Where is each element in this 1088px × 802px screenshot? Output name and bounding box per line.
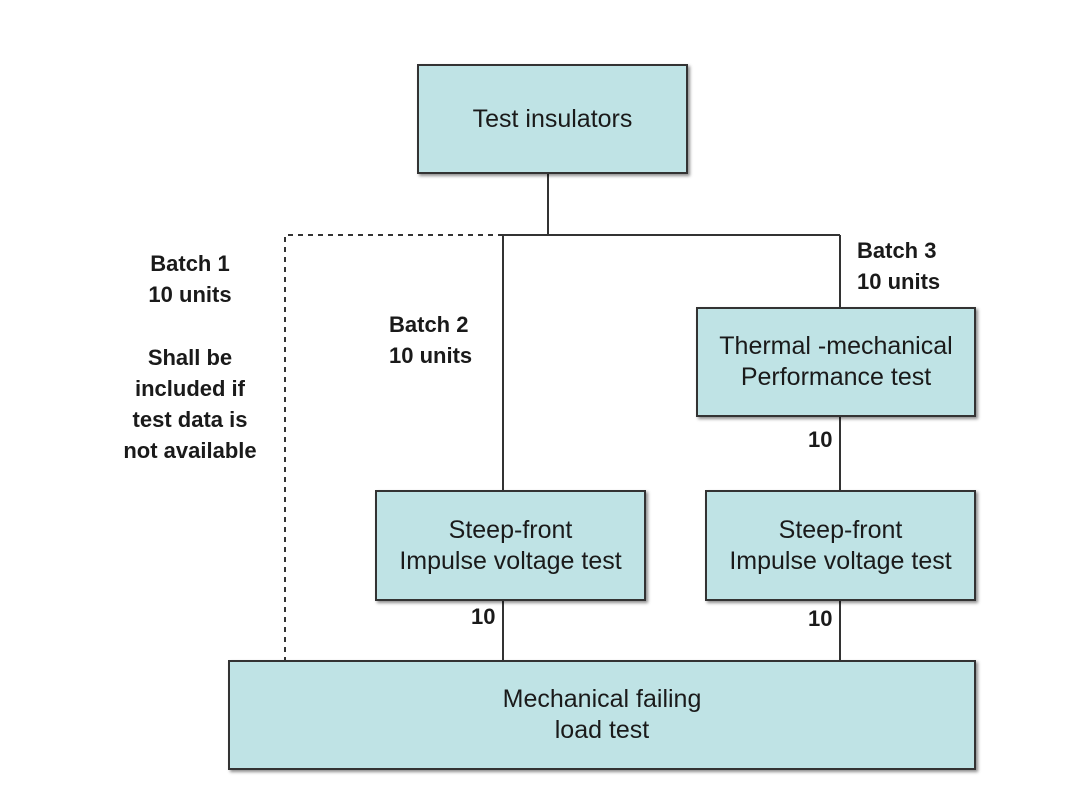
test-insulators-box: Test insulators <box>417 64 688 174</box>
batch3-units: 10 units <box>857 269 941 294</box>
batch3-title: Batch 3 <box>857 238 937 263</box>
connector-batch1-dashed <box>284 234 503 660</box>
test-insulators-text: Test insulators <box>472 104 633 133</box>
batch1-note-line2: included if <box>135 376 245 401</box>
thermal-mechanical-line2: Performance test <box>740 363 932 391</box>
mechanical-failing-box: Mechanical failing load test <box>228 660 976 770</box>
steep-front-left-line1: Steep-front <box>448 515 573 544</box>
batch1-units: 10 units <box>148 282 232 307</box>
count-steep-right-to-mech: 10 <box>808 606 833 631</box>
steep-front-left-line2: Impulse voltage test <box>399 546 622 575</box>
batch1-title: Batch 1 <box>150 251 230 276</box>
steep-front-left-box: Steep-front Impulse voltage test <box>375 490 646 601</box>
mechanical-failing-line1: Mechanical failing <box>502 685 702 713</box>
batch2-title: Batch 2 <box>389 312 469 337</box>
batch1-note-line1: Shall be <box>147 345 233 370</box>
batch2-label: Batch 2 10 units <box>389 309 472 371</box>
steep-front-right-line2: Impulse voltage test <box>729 546 952 575</box>
batch2-units: 10 units <box>389 343 473 368</box>
batch1-note-line3: test data is <box>132 407 248 432</box>
steep-front-right-box: Steep-front Impulse voltage test <box>705 490 976 601</box>
batch1-note: Shall be included if test data is not av… <box>100 342 280 466</box>
count-thermal-to-steep: 10 <box>808 427 833 452</box>
thermal-mechanical-box: Thermal -mechanical Performance test <box>696 307 976 417</box>
steep-front-right-line1: Steep-front <box>778 515 903 544</box>
batch1-note-line4: not available <box>123 438 257 463</box>
count-steep-left-to-mech: 10 <box>471 604 496 629</box>
batch1-label: Batch 1 10 units <box>125 248 255 310</box>
batch3-label: Batch 3 10 units <box>857 235 940 297</box>
thermal-mechanical-line1: Thermal -mechanical <box>719 332 953 360</box>
mechanical-failing-line2: load test <box>554 716 650 744</box>
